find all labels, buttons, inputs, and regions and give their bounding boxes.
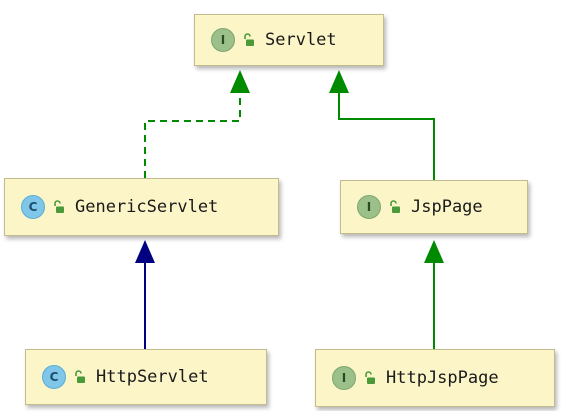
unlocked-padlock-icon (54, 200, 64, 213)
node-label: Servlet (265, 30, 337, 50)
arrowhead-icon (424, 240, 444, 263)
unlocked-padlock-icon (365, 371, 375, 384)
interface-icon: I (332, 366, 356, 390)
class-icon: C (21, 195, 45, 219)
edge-httpjsppage-extends-jsppage (424, 240, 444, 349)
node-httpjsppage[interactable]: I HttpJspPage (315, 349, 555, 407)
arrowhead-icon (135, 240, 155, 263)
interface-icon: I (211, 28, 235, 52)
class-icon: C (42, 365, 66, 389)
unlocked-padlock-icon (75, 370, 85, 383)
node-label: GenericServlet (75, 197, 219, 217)
node-genericservlet[interactable]: C GenericServlet (4, 178, 279, 236)
unlocked-padlock-icon (244, 33, 254, 46)
node-servlet[interactable]: I Servlet (194, 14, 384, 66)
edge-httpservlet-extends-genericservlet (135, 240, 155, 349)
node-label: HttpJspPage (386, 368, 499, 388)
node-jsppage[interactable]: I JspPage (340, 180, 528, 234)
arrowhead-icon (329, 70, 349, 93)
edge-genericservlet-implements-servlet (144, 70, 250, 178)
node-label: JspPage (411, 197, 483, 217)
node-label: HttpServlet (96, 367, 209, 387)
edge-jsppage-extends-servlet (329, 70, 435, 180)
interface-icon: I (357, 195, 381, 219)
arrowhead-icon (230, 70, 250, 93)
unlocked-padlock-icon (390, 200, 400, 213)
node-httpservlet[interactable]: C HttpServlet (25, 349, 267, 405)
